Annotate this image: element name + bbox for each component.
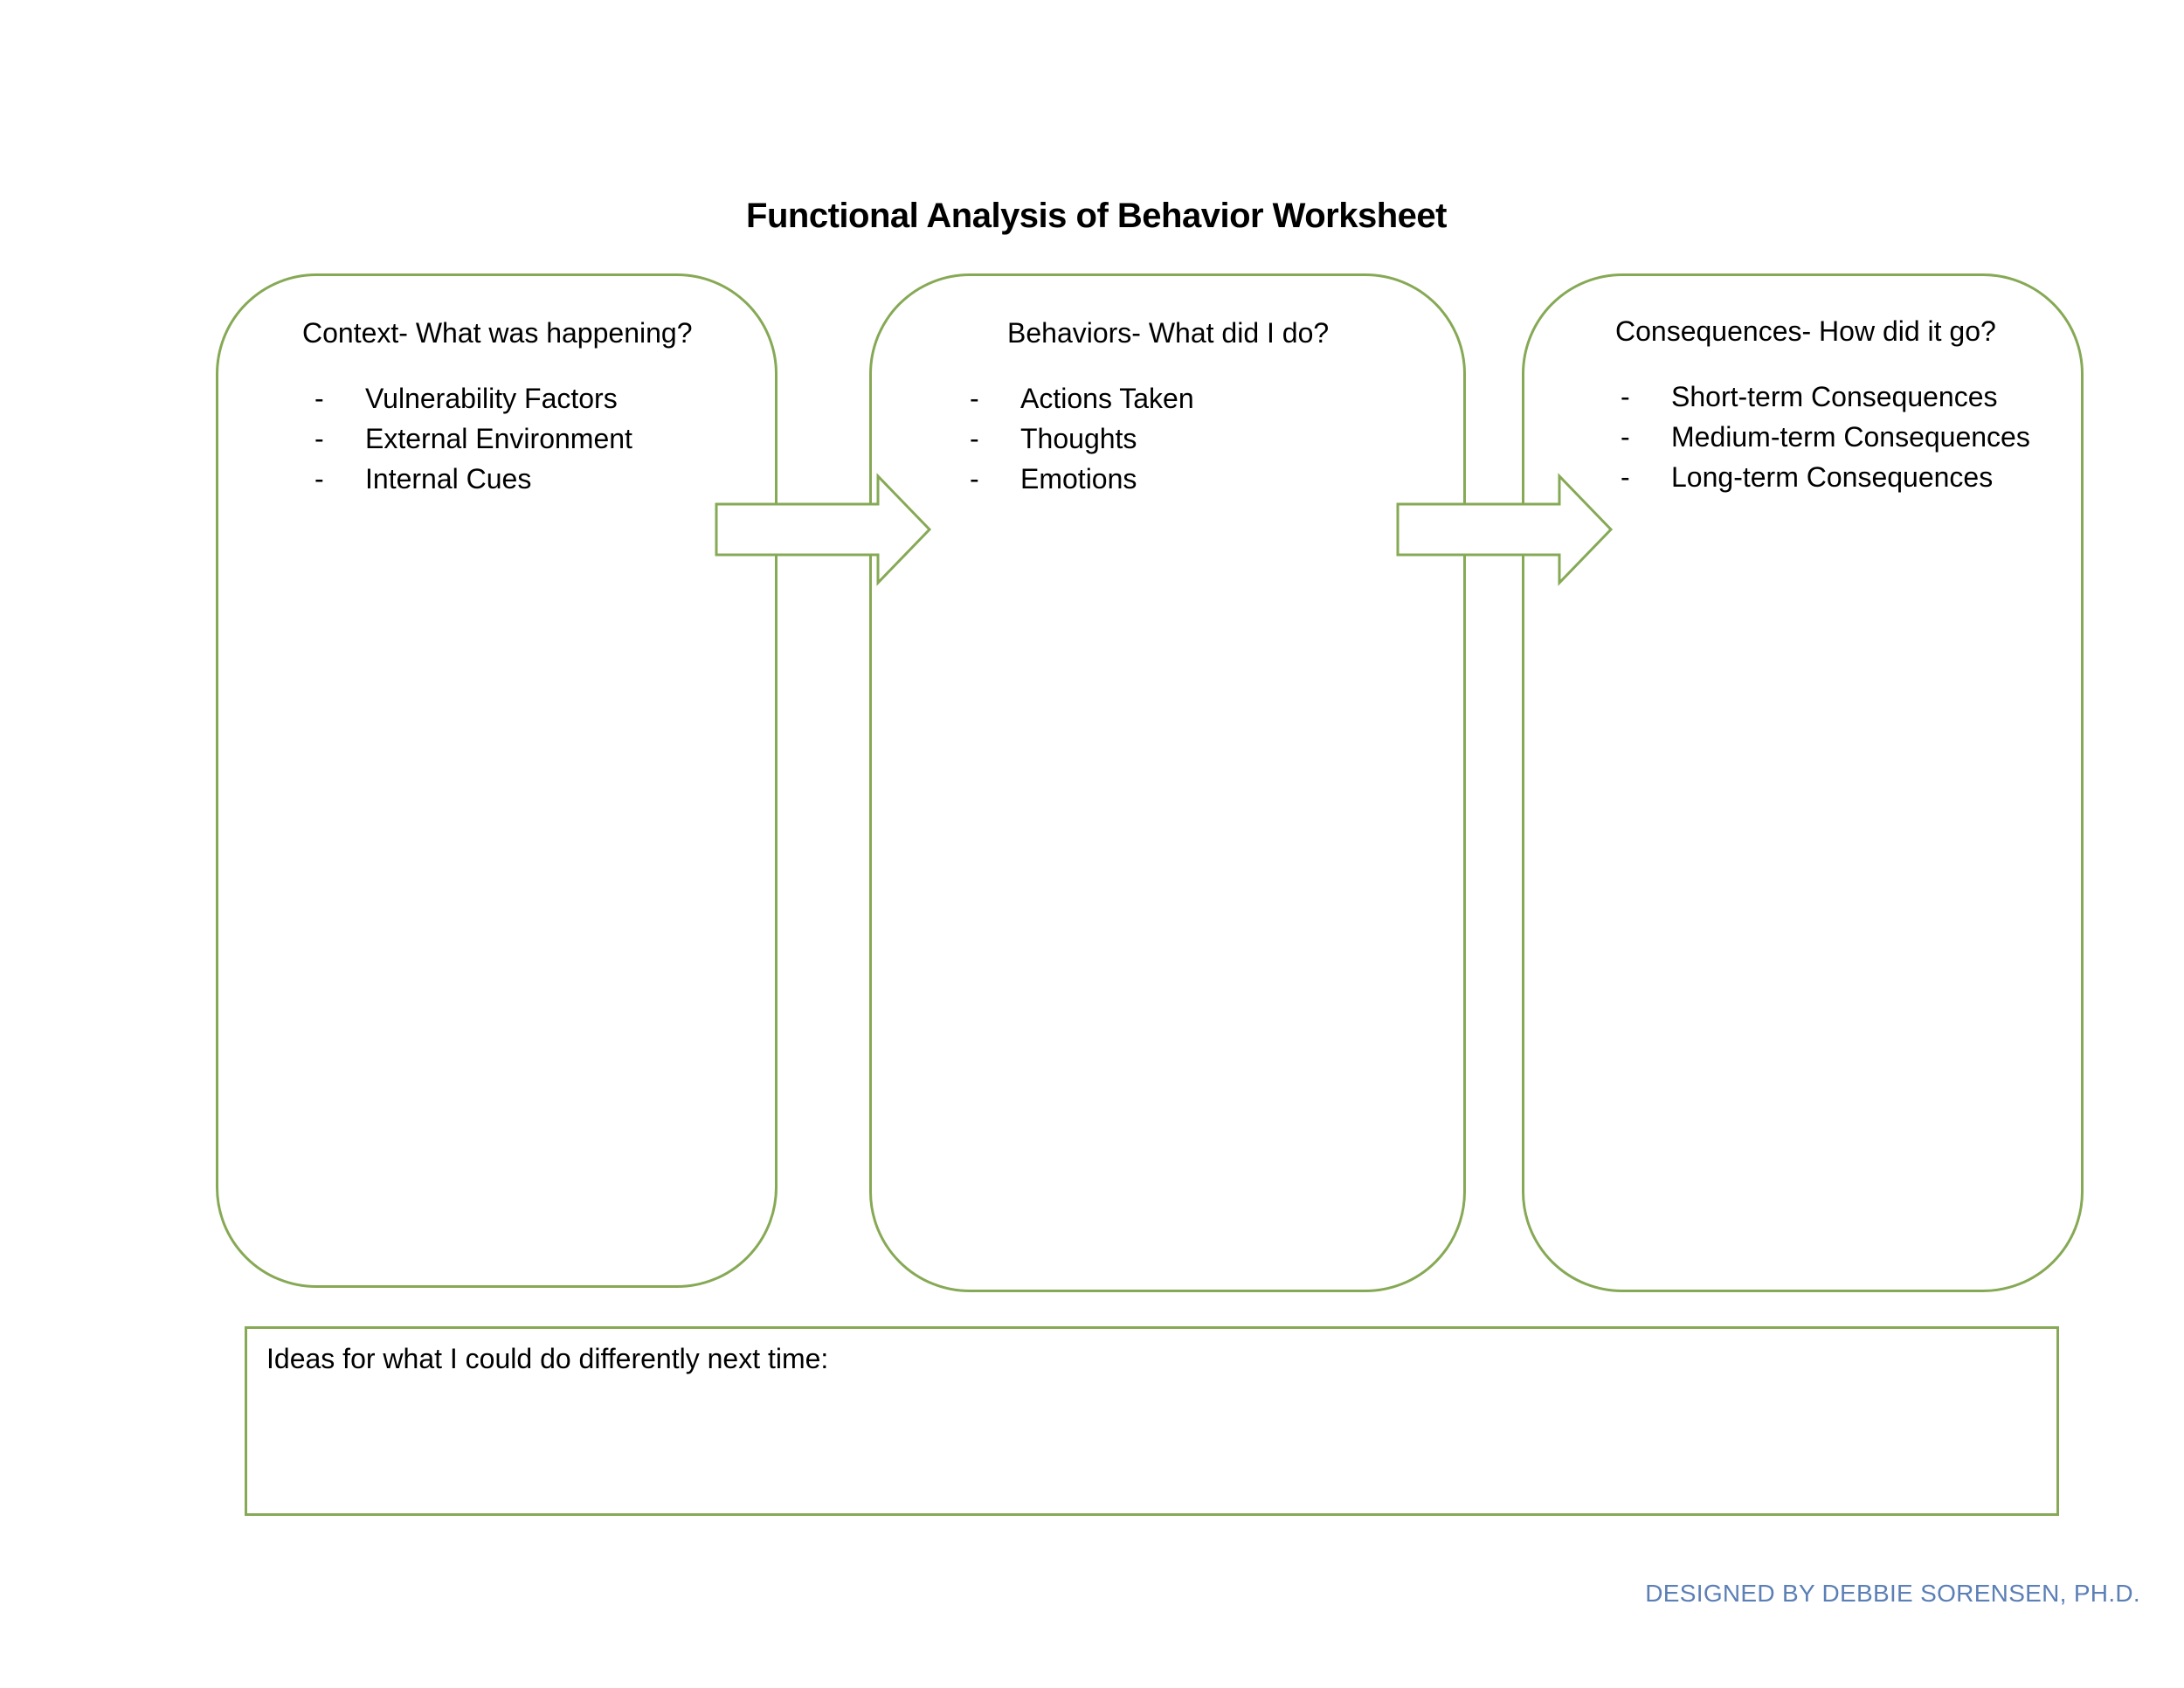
list-item-label: Internal Cues bbox=[365, 463, 532, 495]
list-item-label: Long-term Consequences bbox=[1671, 461, 1994, 493]
bullet-dash: - bbox=[970, 463, 979, 495]
bullet-dash: - bbox=[314, 383, 324, 414]
consequences-list: - Short-term Consequences - Medium-term … bbox=[1621, 377, 2030, 497]
list-item-label: External Environment bbox=[365, 423, 632, 454]
right-arrow-icon bbox=[1396, 473, 1614, 586]
context-list: - Vulnerability Factors - External Envir… bbox=[314, 378, 632, 499]
bullet-dash: - bbox=[314, 463, 324, 495]
list-item: - Vulnerability Factors bbox=[314, 378, 632, 419]
list-item: - Emotions bbox=[970, 459, 1194, 499]
bullet-dash: - bbox=[1621, 421, 1630, 453]
list-item: - Short-term Consequences bbox=[1621, 377, 2030, 417]
context-heading: Context- What was happening? bbox=[302, 317, 693, 349]
consequences-heading: Consequences- How did it go? bbox=[1615, 315, 1996, 347]
list-item: - Medium-term Consequences bbox=[1621, 417, 2030, 457]
right-arrow-icon bbox=[715, 473, 932, 586]
bullet-dash: - bbox=[970, 383, 979, 414]
list-item-label: Emotions bbox=[1020, 463, 1137, 495]
list-item: - Internal Cues bbox=[314, 459, 632, 499]
list-item: - Long-term Consequences bbox=[1621, 457, 2030, 497]
list-item-label: Actions Taken bbox=[1020, 383, 1194, 414]
list-item-label: Medium-term Consequences bbox=[1671, 421, 2030, 453]
bullet-dash: - bbox=[1621, 381, 1630, 412]
behaviors-panel[interactable]: Behaviors- What did I do? - Actions Take… bbox=[869, 273, 1466, 1292]
bullet-dash: - bbox=[1621, 461, 1630, 493]
list-item-label: Short-term Consequences bbox=[1671, 381, 1998, 412]
list-item-label: Vulnerability Factors bbox=[365, 383, 618, 414]
list-item-label: Thoughts bbox=[1020, 423, 1137, 454]
list-item: - External Environment bbox=[314, 419, 632, 459]
ideas-label: Ideas for what I could do differently ne… bbox=[266, 1343, 829, 1374]
consequences-panel[interactable]: Consequences- How did it go? - Short-ter… bbox=[1522, 273, 2084, 1292]
bullet-dash: - bbox=[314, 423, 324, 454]
worksheet-title: Functional Analysis of Behavior Workshee… bbox=[746, 197, 1447, 235]
context-panel[interactable]: Context- What was happening? - Vulnerabi… bbox=[216, 273, 778, 1288]
list-item: - Thoughts bbox=[970, 419, 1194, 459]
bullet-dash: - bbox=[970, 423, 979, 454]
ideas-box[interactable]: Ideas for what I could do differently ne… bbox=[245, 1326, 2059, 1516]
behaviors-list: - Actions Taken - Thoughts - Emotions bbox=[970, 378, 1194, 499]
behaviors-heading: Behaviors- What did I do? bbox=[1007, 317, 1330, 349]
list-item: - Actions Taken bbox=[970, 378, 1194, 419]
designer-credit: DESIGNED BY DEBBIE SORENSEN, PH.D. bbox=[1645, 1580, 2140, 1607]
